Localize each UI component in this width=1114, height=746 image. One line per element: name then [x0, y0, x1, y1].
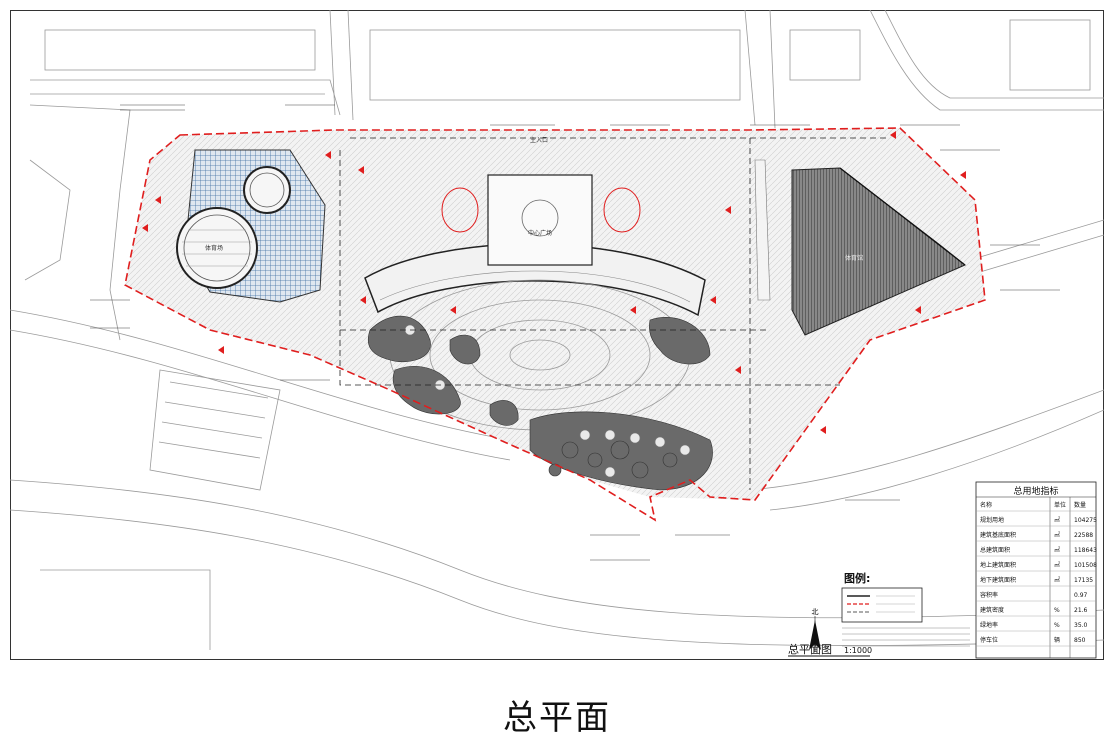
index-table-cell: 建筑密度: [980, 606, 1004, 614]
index-table-cell: ㎡: [1054, 531, 1060, 539]
index-table-cell: 104275: [1074, 517, 1097, 524]
drawing-scale: 1:1000: [844, 646, 872, 655]
index-table-cell: 辆: [1054, 636, 1060, 644]
legend-title: 图例:: [844, 571, 870, 585]
index-table-cell: ㎡: [1054, 561, 1060, 569]
index-table-cell: 停车位: [980, 636, 998, 644]
label-gym: 体育馆: [845, 254, 863, 262]
index-table-cell: 35.0: [1074, 622, 1088, 629]
notes-lines: [842, 627, 970, 647]
north-arrow: [809, 616, 821, 652]
entrance-markers: [142, 131, 966, 434]
central-hall: [487, 174, 593, 266]
label-main-entrance: 主入口: [530, 136, 548, 144]
landscape-features: [367, 315, 713, 491]
index-table-cell: 容积率: [980, 591, 998, 599]
index-table-cell: %: [1054, 622, 1060, 629]
index-table-cell: %: [1054, 607, 1060, 614]
index-table-cell: 21.6: [1074, 607, 1088, 614]
index-table-cell: 绿地率: [980, 621, 998, 629]
index-table-cell: 0.97: [1074, 592, 1088, 599]
index-table-cell: 118643: [1074, 547, 1097, 554]
setback-lines: [339, 137, 890, 490]
index-table-cell: 地下建筑面积: [980, 576, 1016, 584]
index-table-title: 总用地指标: [1013, 485, 1058, 497]
index-table-cell: 总建筑面积: [980, 546, 1010, 554]
index-table-cell: 建筑基底面积: [980, 531, 1016, 539]
label-plaza: 中心广场: [528, 229, 552, 237]
index-table-cell: ㎡: [1054, 576, 1060, 584]
central-arc-building: [364, 243, 706, 317]
legend-box: [841, 587, 923, 623]
index-table-cell: 地上建筑面积: [980, 561, 1016, 569]
label-stadium: 体育场: [205, 244, 223, 252]
index-table-cell: 101508: [1074, 562, 1097, 569]
stadium-circle-large: [176, 207, 258, 289]
page-caption: 总平面: [503, 698, 611, 738]
coordinate-leaders: [90, 104, 1060, 561]
index-table-header: 数量: [1074, 501, 1086, 509]
drawing-title: 总平面图: [788, 642, 832, 656]
index-table-cell: 22588: [1074, 532, 1093, 539]
north-label: 北: [812, 608, 819, 616]
index-table-header: 名称: [980, 501, 992, 509]
index-table-cell: ㎡: [1054, 546, 1060, 554]
site-boundary: [124, 127, 986, 522]
index-table-cell: 850: [1074, 637, 1086, 644]
index-table-cell: ㎡: [1054, 516, 1060, 524]
index-table-header: 单位: [1054, 501, 1066, 509]
index-table-cell: 规划用地: [980, 516, 1004, 524]
context-linework: [10, 10, 1104, 650]
index-table-cell: 17135: [1074, 577, 1093, 584]
stadium-circle-small: [243, 166, 291, 214]
